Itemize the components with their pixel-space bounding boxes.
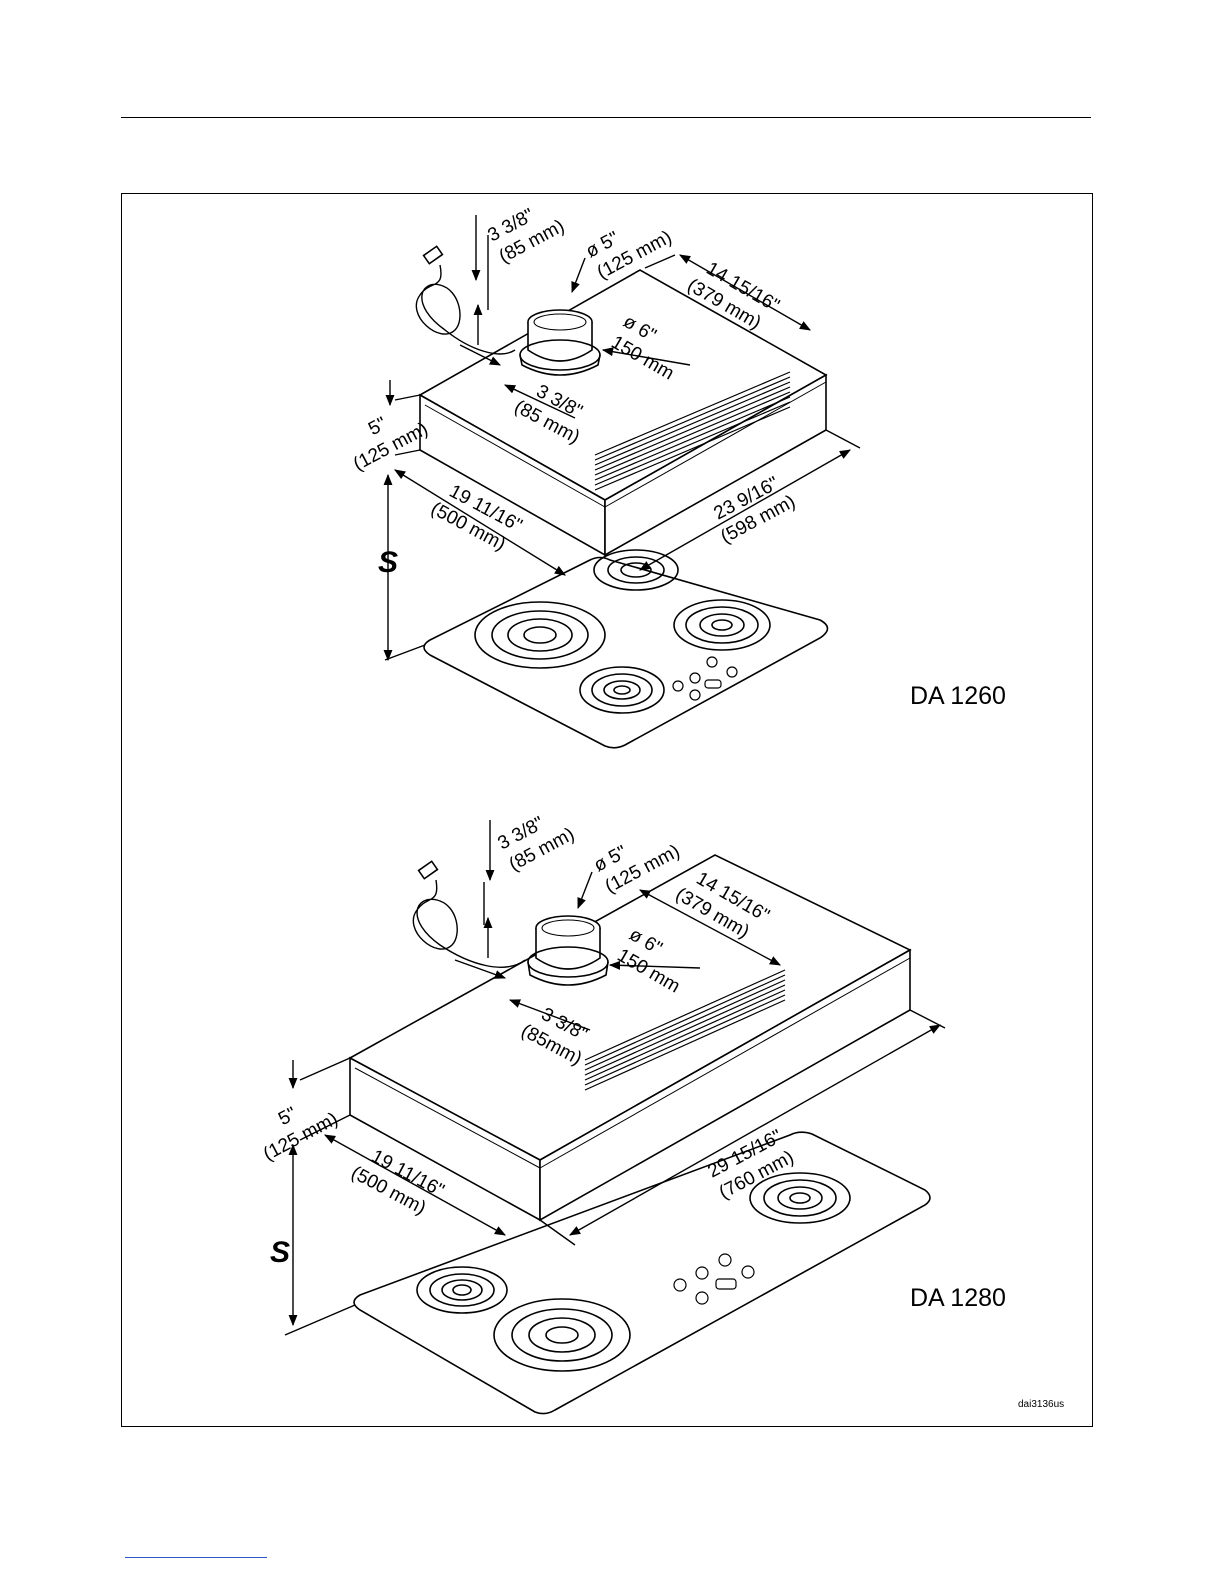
height-in: 5" <box>275 1103 300 1130</box>
clearance-label: S <box>270 1236 290 1269</box>
model-label-da1260: DA 1260 <box>910 682 1006 711</box>
figure-da1280 <box>285 820 945 1414</box>
cooktop <box>354 1132 930 1413</box>
svg-text:ø 5" (125 mm): ø 5" (125 mm) <box>582 206 675 284</box>
power-cord <box>413 880 525 967</box>
footer-rule <box>125 1557 267 1558</box>
power-cord <box>416 265 515 354</box>
model-label-da1280: DA 1280 <box>910 1284 1006 1313</box>
clearance-label: S <box>378 546 398 579</box>
svg-text:5" (125 mm): 5" (125 mm) <box>339 397 432 475</box>
svg-text:3 3/8" (85 mm): 3 3/8" (85 mm) <box>494 803 578 876</box>
drawing-code: dai3136us <box>1018 1399 1064 1410</box>
svg-text:3 3/8" (85 mm): 3 3/8" (85 mm) <box>484 195 568 268</box>
height-in: 5" <box>365 413 390 440</box>
svg-text:5" (125 mm): 5" (125 mm) <box>249 1087 342 1165</box>
